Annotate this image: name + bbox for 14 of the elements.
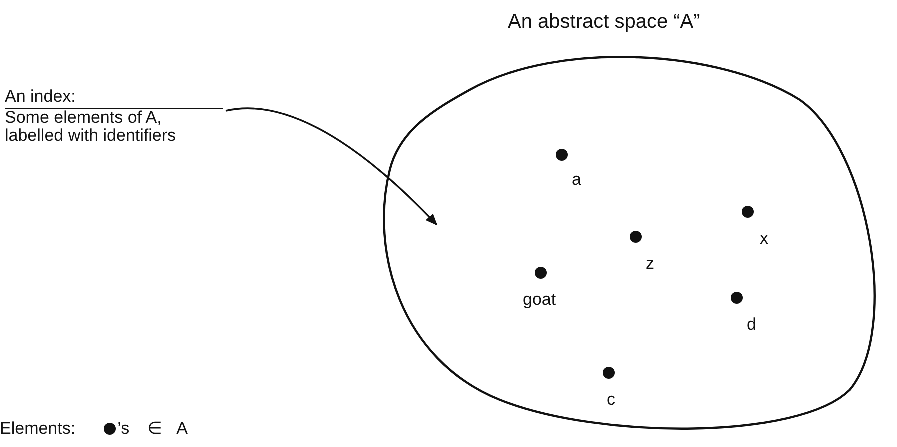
note-symbol: ∈ xyxy=(148,418,163,439)
point-label: d xyxy=(747,316,756,333)
point-label: a xyxy=(572,171,582,188)
index-description: Some elements of A, labelled with identifiers xyxy=(5,108,178,146)
index-heading: An index: xyxy=(5,88,223,109)
arrow xyxy=(226,108,438,226)
point-label: x xyxy=(760,230,768,247)
note-text: Elements: xyxy=(0,418,76,438)
space-title: An abstract space “A” xyxy=(508,11,700,34)
note-symbol: A xyxy=(176,418,188,438)
point-label: c xyxy=(607,391,616,408)
note-symbol: ’s xyxy=(118,418,130,438)
point-label: z xyxy=(646,255,654,272)
point-label: goat xyxy=(523,291,556,308)
